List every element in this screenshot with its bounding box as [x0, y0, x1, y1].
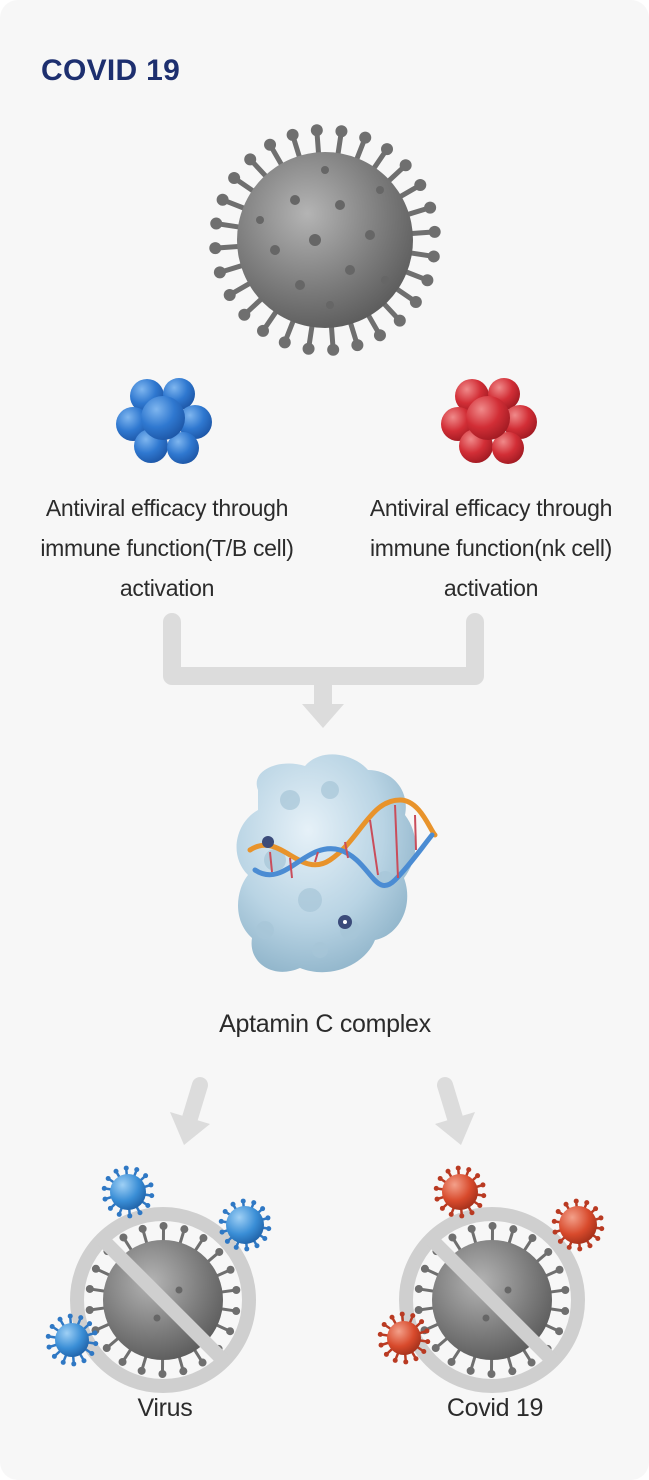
nk-cell-caption: Antiviral efficacy through immune functi… — [369, 495, 613, 601]
blue-particle-icon — [45, 1165, 272, 1367]
page-title: COVID 19 — [41, 54, 181, 87]
tb-cell-caption: Antiviral efficacy through immune functi… — [40, 495, 294, 601]
nk-cell-icon — [441, 378, 537, 464]
aptamin-complex-icon — [236, 754, 438, 973]
virus-label: Virus — [137, 1394, 193, 1422]
virus-blocked-icon — [70, 1207, 256, 1393]
covid-label: Covid 19 — [446, 1394, 544, 1422]
arrow-to-covid — [435, 1077, 475, 1145]
coronavirus-icon — [209, 124, 441, 356]
complex-label: Aptamin C complex — [219, 1010, 431, 1038]
arrow-to-virus — [170, 1077, 210, 1145]
red-particle-icon — [377, 1165, 605, 1365]
merge-arrow — [163, 613, 484, 728]
covid-blocked-icon — [399, 1207, 585, 1393]
tb-cell-icon — [116, 378, 212, 464]
